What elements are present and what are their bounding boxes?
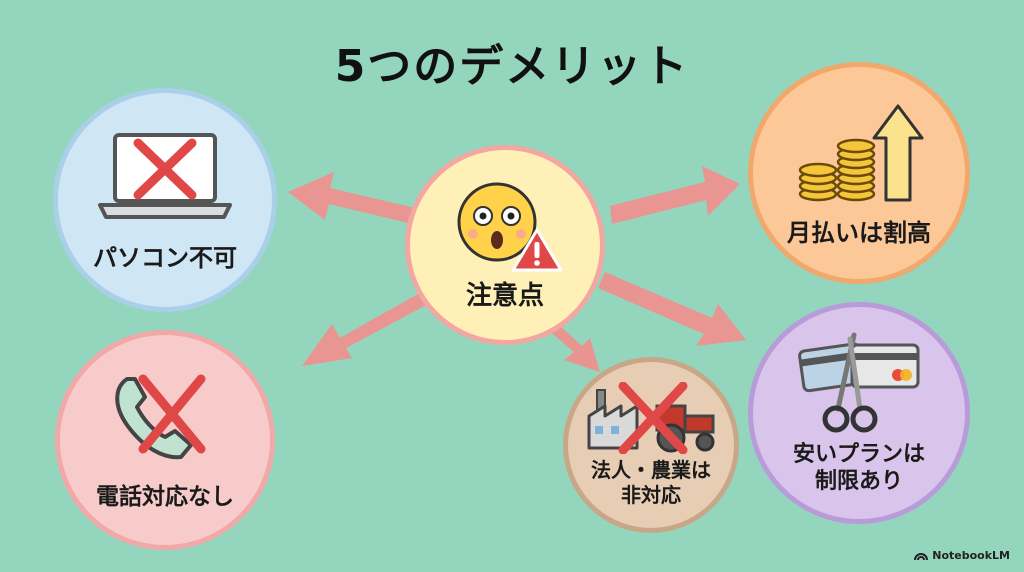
arrow-to-pc	[288, 172, 415, 224]
coins-arrow-up-icon	[798, 104, 924, 202]
card-scissors-icon	[798, 332, 920, 432]
brand-name: NotebookLM	[932, 549, 1010, 562]
arrow-to-phone	[302, 290, 432, 366]
monthly-circle: 月払いは割高	[748, 62, 970, 284]
phone-circle: 電話対応なし	[55, 330, 275, 550]
pc-circle: パソコン不可	[53, 88, 277, 312]
cheap-plan-label-line2: 制限あり	[814, 469, 903, 494]
phone-label: 電話対応なし	[96, 483, 234, 510]
shocked-face-warning-icon	[457, 182, 563, 272]
arrow-to-corp	[548, 322, 600, 372]
arrow-to-monthly	[610, 166, 740, 224]
cheap-plan-circle: 安いプランは 制限あり	[748, 302, 970, 524]
phone-crossed-icon	[115, 374, 206, 459]
center-circle: 注意点	[405, 145, 605, 345]
corp-label-line1: 法人・農業は	[591, 458, 711, 482]
arrow-to-cheap	[598, 272, 746, 346]
pc-label: パソコン不可	[93, 244, 237, 272]
brand-watermark: NotebookLM	[914, 549, 1010, 562]
monthly-label: 月払いは割高	[787, 219, 931, 247]
corp-circle: 法人・農業は 非対応	[563, 357, 739, 533]
center-label: 注意点	[465, 280, 544, 311]
cheap-plan-label-line1: 安いプランは	[792, 441, 925, 467]
laptop-crossed-icon	[98, 133, 232, 219]
corp-label-line2: 非対応	[621, 483, 681, 507]
notebooklm-logo-icon	[914, 552, 929, 560]
factory-tractor-crossed-icon	[587, 382, 715, 454]
page-title: 5つのデメリット	[334, 41, 690, 92]
